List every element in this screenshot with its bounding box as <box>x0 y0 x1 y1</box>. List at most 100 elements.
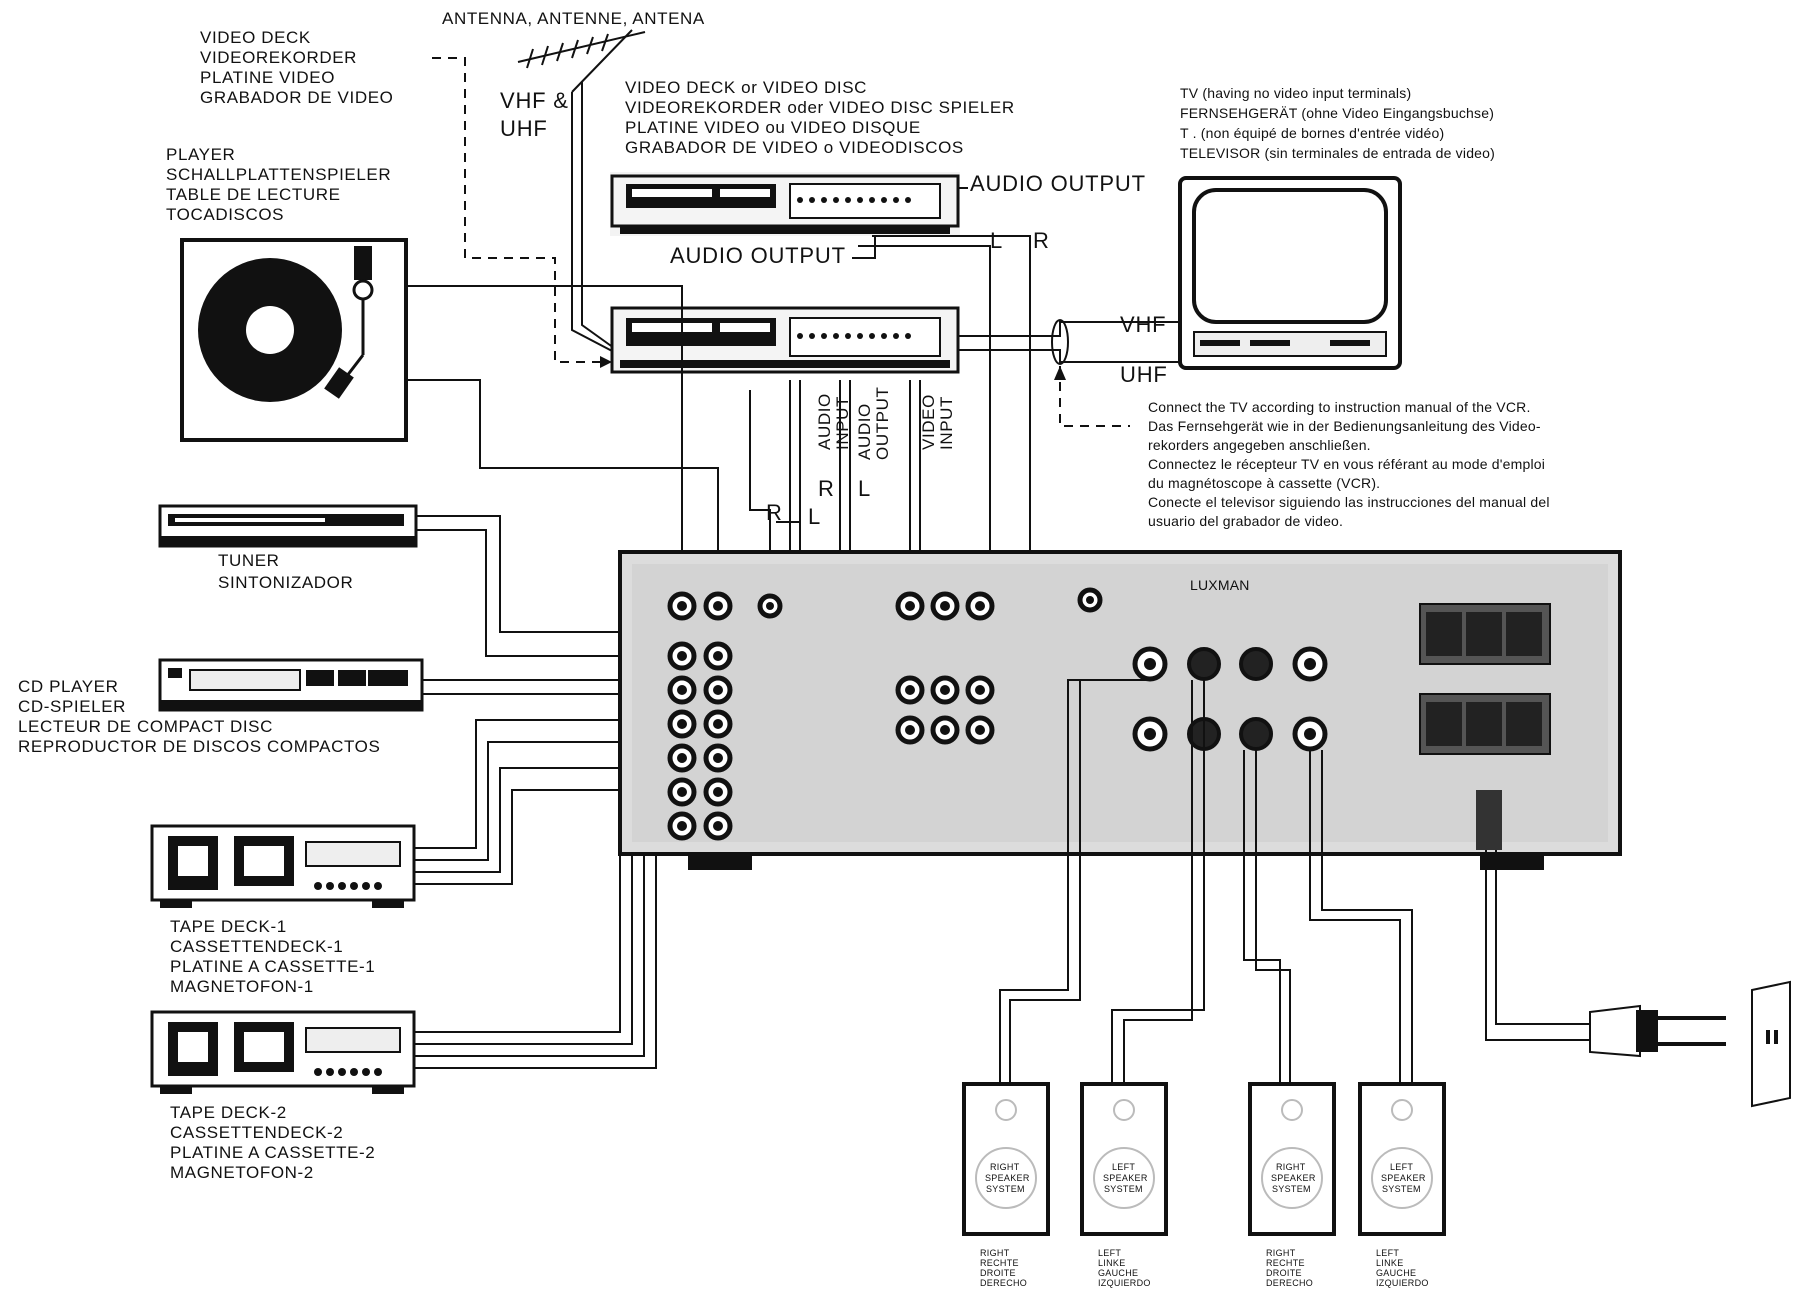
vhf-label: VHF <box>1120 312 1166 337</box>
brand-label: LUXMAN <box>1190 577 1250 593</box>
svg-text:RIGHT: RIGHT <box>1266 1248 1296 1258</box>
video-deck-line: PLATINE VIDEO <box>200 68 335 87</box>
svg-text:LEFT: LEFT <box>1098 1248 1121 1258</box>
svg-text:IZQUIERDO: IZQUIERDO <box>1376 1278 1429 1288</box>
video-deck-line: GRABADOR DE VIDEO <box>200 88 393 107</box>
lr-label-l: L <box>990 228 1003 253</box>
note-line: Connect the TV according to instruction … <box>1148 399 1531 415</box>
player-line: TABLE DE LECTURE <box>166 185 341 204</box>
note-line: Conecte el televisor siguiendo las instr… <box>1148 494 1550 510</box>
svg-text:AUDIO: AUDIO <box>815 393 834 450</box>
wall-outlet <box>1751 980 1791 1108</box>
audio-output-label-mid: AUDIO OUTPUT <box>670 243 846 268</box>
video-deck-line: VIDEOREKORDER <box>200 48 357 67</box>
note-line: usuario del grabador de video. <box>1148 513 1343 529</box>
l-label-2: L <box>858 476 871 501</box>
svg-text:RIGHT: RIGHT <box>990 1162 1020 1172</box>
svg-text:RIGHT: RIGHT <box>980 1248 1010 1258</box>
tv-line: FERNSEHGERÄT (ohne Video Eingangsbuchse) <box>1180 105 1494 121</box>
svg-text:SPEAKER: SPEAKER <box>985 1173 1030 1183</box>
svg-text:TAPE DECK-2: TAPE DECK-2 <box>170 1103 287 1122</box>
video-disc-line: GRABADOR DE VIDEO o VIDEODISCOS <box>625 138 964 157</box>
svg-text:AUDIO: AUDIO <box>855 403 874 460</box>
r-label-1: R <box>766 500 783 525</box>
svg-text:VIDEO: VIDEO <box>919 394 938 450</box>
tape-deck-1-label: TAPE DECK-1 CASSETTENDECK-1 PLATINE A CA… <box>170 917 375 996</box>
video-disc-player <box>610 172 960 236</box>
svg-text:LEFT: LEFT <box>1390 1162 1413 1172</box>
player-line: TOCADISCOS <box>166 205 284 224</box>
svg-text:MAGNETOFON-2: MAGNETOFON-2 <box>170 1163 314 1182</box>
svg-text:SYSTEM: SYSTEM <box>986 1184 1025 1194</box>
audio-input-label: AUDIO INPUT <box>815 393 852 450</box>
video-disc-line: VIDEO DECK or VIDEO DISC <box>625 78 867 97</box>
svg-text:LEFT: LEFT <box>1376 1248 1399 1258</box>
tape-deck-2 <box>150 1010 416 1094</box>
svg-text:GAUCHE: GAUCHE <box>1376 1268 1416 1278</box>
note-line: Connectez le récepteur TV en vous référa… <box>1148 456 1545 472</box>
cd-label: CD PLAYER CD-SPIELER LECTEUR DE COMPACT … <box>18 677 380 756</box>
tv-line: TELEVISOR (sin terminales de entrada de … <box>1180 145 1495 161</box>
note-line: du magnétoscope à cassette (VCR). <box>1148 475 1380 491</box>
tape-deck-2-label: TAPE DECK-2 CASSETTENDECK-2 PLATINE A CA… <box>170 1103 375 1182</box>
uhf-label: UHF <box>1120 362 1168 387</box>
vcr-note: Connect the TV according to instruction … <box>1148 399 1550 529</box>
speaker-terminals <box>1132 646 1328 752</box>
audio-output-label-top: AUDIO OUTPUT <box>970 171 1146 196</box>
svg-text:INPUT: INPUT <box>937 396 956 450</box>
ac-outlets <box>1419 603 1551 755</box>
svg-text:CASSETTENDECK-1: CASSETTENDECK-1 <box>170 937 343 956</box>
player-line: PLAYER <box>166 145 235 164</box>
tuner-label: SINTONIZADOR <box>218 573 353 592</box>
svg-text:SYSTEM: SYSTEM <box>1104 1184 1143 1194</box>
svg-text:DERECHO: DERECHO <box>1266 1278 1313 1288</box>
svg-text:REPRODUCTOR DE DISCOS COMPACTO: REPRODUCTOR DE DISCOS COMPACTOS <box>18 737 380 756</box>
svg-text:SYSTEM: SYSTEM <box>1382 1184 1421 1194</box>
svg-text:DROITE: DROITE <box>980 1268 1016 1278</box>
svg-text:SYSTEM: SYSTEM <box>1272 1184 1311 1194</box>
svg-text:CD-SPIELER: CD-SPIELER <box>18 697 126 716</box>
svg-text:DROITE: DROITE <box>1266 1268 1302 1278</box>
video-deck-label: VIDEO DECK VIDEOREKORDER PLATINE VIDEO G… <box>200 28 393 107</box>
tv-label: TV (having no video input terminals) FER… <box>1180 85 1495 161</box>
svg-text:SPEAKER: SPEAKER <box>1271 1173 1316 1183</box>
svg-text:SPEAKER: SPEAKER <box>1381 1173 1426 1183</box>
svg-text:TAPE DECK-1: TAPE DECK-1 <box>170 917 287 936</box>
vhf-uhf-label: UHF <box>500 116 548 141</box>
player-label: PLAYER SCHALLPLATTENSPIELER TABLE DE LEC… <box>166 145 391 224</box>
antenna-label: ANTENNA, ANTENNE, ANTENA <box>442 9 705 28</box>
video-disc-label: VIDEO DECK or VIDEO DISC VIDEOREKORDER o… <box>625 78 1015 157</box>
video-disc-line: PLATINE VIDEO ou VIDEO DISQUE <box>625 118 921 137</box>
tv-line: T . (non équipé de bornes d'entrée vidéo… <box>1180 125 1444 141</box>
vhf-uhf-label: VHF & <box>500 88 569 113</box>
l-label-1: L <box>808 504 821 529</box>
antenna-icon <box>517 29 646 93</box>
vcr-deck <box>610 306 960 374</box>
tv-line: TV (having no video input terminals) <box>1180 85 1411 101</box>
svg-text:INPUT: INPUT <box>833 396 852 450</box>
lr-label-r: R <box>1033 228 1050 253</box>
tuner <box>158 504 418 548</box>
svg-text:LECTEUR DE COMPACT DISC: LECTEUR DE COMPACT DISC <box>18 717 273 736</box>
input-jacks <box>667 591 783 841</box>
video-deck-line: VIDEO DECK <box>200 28 311 47</box>
svg-text:PLATINE A CASSETTE-2: PLATINE A CASSETTE-2 <box>170 1143 375 1162</box>
svg-text:OUTPUT: OUTPUT <box>873 387 892 460</box>
svg-text:RIGHT: RIGHT <box>1276 1162 1306 1172</box>
svg-text:RECHTE: RECHTE <box>1266 1258 1305 1268</box>
video-jacks <box>895 587 1103 745</box>
tuner-label: TUNER <box>218 551 280 570</box>
video-disc-line: VIDEOREKORDER oder VIDEO DISC SPIELER <box>625 98 1015 117</box>
cd-player <box>158 658 424 712</box>
svg-text:LEFT: LEFT <box>1112 1162 1135 1172</box>
r-label-2: R <box>818 476 835 501</box>
svg-text:CD PLAYER: CD PLAYER <box>18 677 119 696</box>
svg-text:LINKE: LINKE <box>1376 1258 1404 1268</box>
svg-text:DERECHO: DERECHO <box>980 1278 1027 1288</box>
svg-text:RECHTE: RECHTE <box>980 1258 1019 1268</box>
svg-text:LINKE: LINKE <box>1098 1258 1126 1268</box>
video-input-label: VIDEO INPUT <box>919 394 956 450</box>
note-line: rekorders angegeben anschließen. <box>1148 437 1371 453</box>
svg-text:CASSETTENDECK-2: CASSETTENDECK-2 <box>170 1123 343 1142</box>
speaker-3: RIGHT SPEAKER SYSTEM RIGHT RECHTE DROITE… <box>1248 1082 1336 1288</box>
